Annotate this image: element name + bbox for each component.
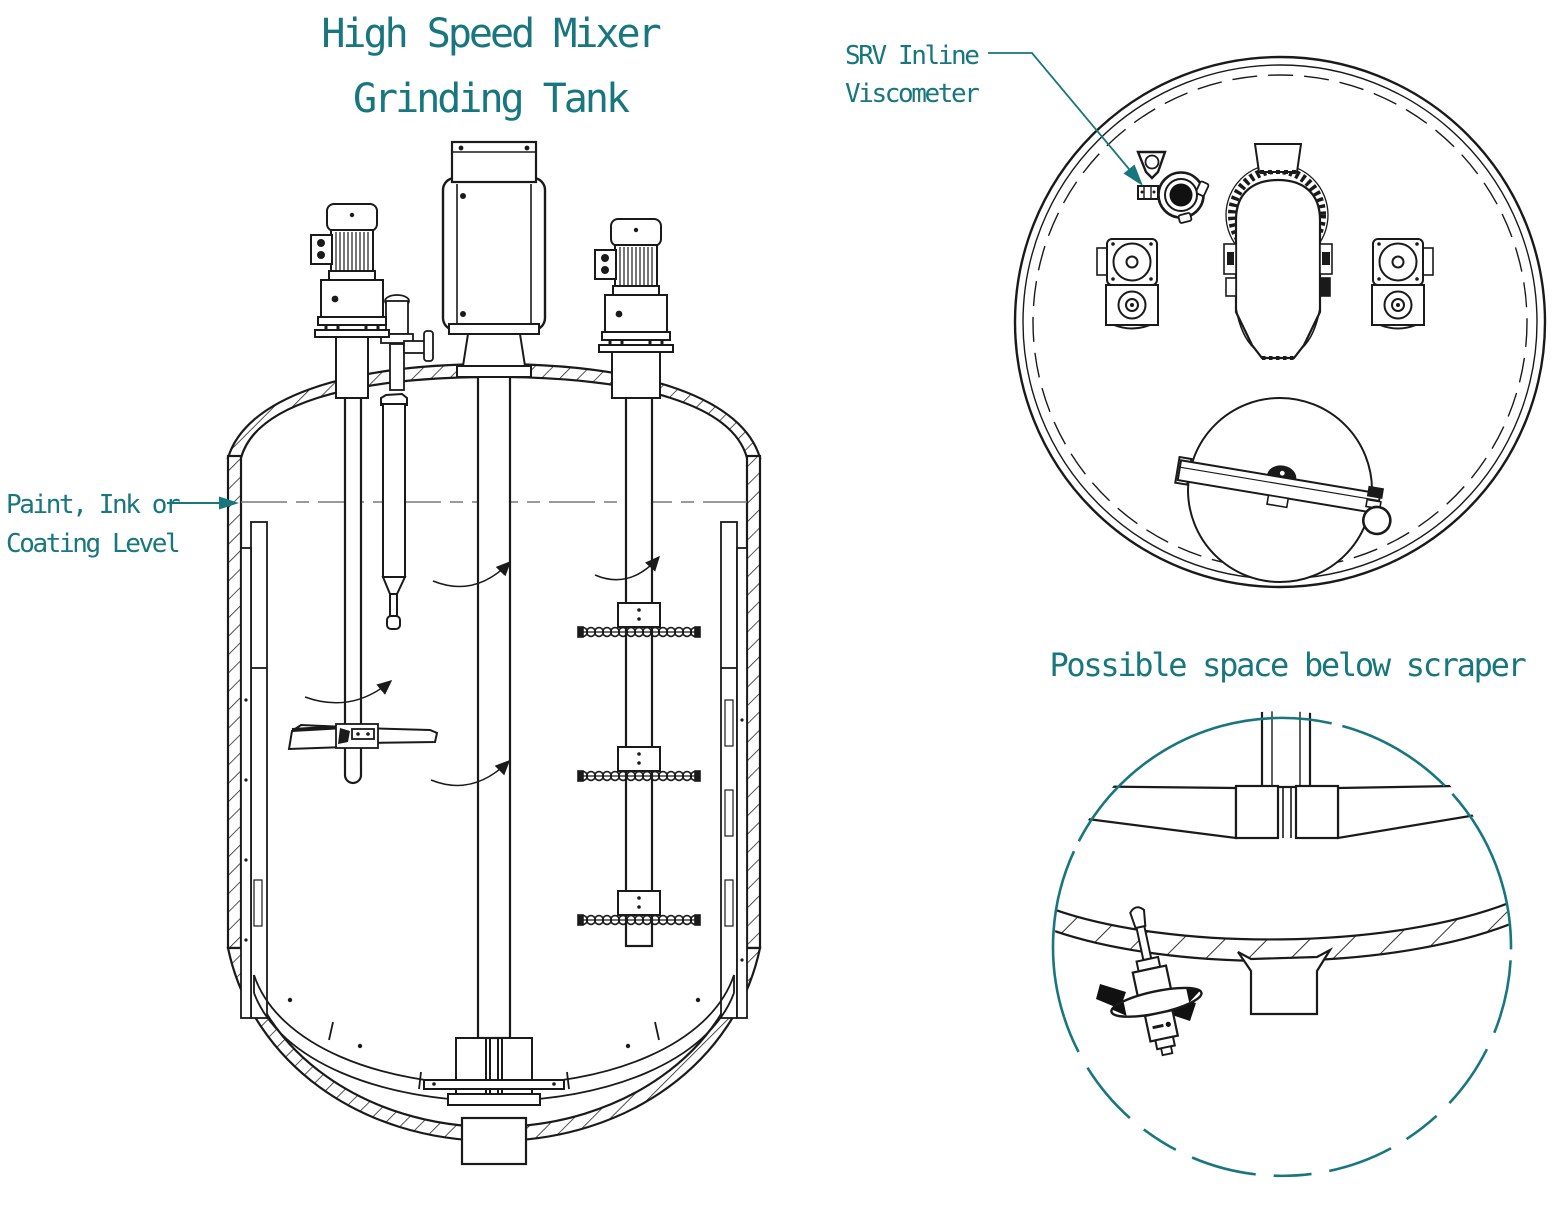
chain-disc-1 <box>577 602 701 638</box>
detail-circle-bottom <box>1062 1016 1502 1178</box>
bottom-drain-nozzle <box>460 1116 528 1166</box>
rotation-arrow-icon <box>432 560 512 588</box>
scraper-arm-right <box>1336 783 1509 840</box>
right-agitator <box>577 372 701 948</box>
rotation-arrow-icon <box>594 555 660 581</box>
center-disperser-shaft <box>476 372 512 1040</box>
srv-viscometer-detail <box>1110 906 1203 1057</box>
viscometer-callout-line-1: SRV Inline <box>845 41 980 71</box>
tank-right-wall <box>745 454 762 950</box>
drawing-title: High Speed Mixer Grinding Tank <box>250 2 730 132</box>
thermowell-probe <box>380 392 408 630</box>
detail-tank-bottom-wall <box>1055 899 1509 963</box>
drive-top-cap <box>450 140 538 184</box>
drive-capsule-body <box>1234 178 1322 360</box>
left-agitator-motor <box>309 202 391 339</box>
detail-view-title: Possible space below scraper <box>1049 646 1526 684</box>
lid-bolt-circle-dashed <box>1032 74 1528 570</box>
top-view-tank-lid <box>988 52 1547 589</box>
chain-disc-2 <box>577 746 701 782</box>
manway <box>1174 397 1392 583</box>
detail-view-space-below-scraper <box>1051 711 1513 1178</box>
dome-valve-fitting <box>380 294 434 391</box>
left-nozzle-standpipe <box>335 335 369 399</box>
level-callout-line-1: Paint, Ink or <box>6 490 181 520</box>
impeller-hub <box>335 723 379 749</box>
triclamp-lug <box>1195 180 1210 197</box>
viscometer-handle-knob <box>1129 906 1147 930</box>
right-nozzle-standpipe <box>611 350 661 399</box>
drive-neck <box>461 333 527 367</box>
right-wall-baffles <box>720 521 748 1019</box>
rotation-arrow-icon <box>430 759 511 787</box>
drive-flange <box>448 323 540 335</box>
drive-base-plate <box>456 365 532 378</box>
detail-circle-top <box>1051 716 1513 1018</box>
left-agitator-shaft <box>343 338 363 785</box>
title-line-2: Grinding Tank <box>352 75 630 122</box>
detail-shaft <box>1260 711 1312 789</box>
viscometer-bore <box>1169 183 1193 207</box>
rotation-arrows <box>304 555 660 787</box>
viscometer-yoke-circle <box>1144 154 1160 170</box>
scraper-arm-left <box>1055 784 1238 840</box>
left-agitator <box>287 338 439 785</box>
bottom-shaft-hub <box>423 1037 565 1106</box>
scraper-hub-left-block <box>1234 784 1280 840</box>
srv-leader-arrow-icon <box>988 52 1143 186</box>
level-leader-arrow-icon <box>167 496 239 510</box>
level-callout: Paint, Ink or Coating Level <box>6 486 181 564</box>
viscometer-callout: SRV Inline Viscometer <box>845 38 980 114</box>
rotation-arrow-icon <box>304 680 393 704</box>
center-disperser-drive <box>441 140 547 378</box>
drive-top-nozzle-plan <box>1253 143 1303 173</box>
triclamp-lug <box>1177 212 1193 224</box>
detail-drain-nozzle <box>1237 947 1334 1016</box>
chain-disc-3 <box>577 890 701 926</box>
right-agitator-motor <box>593 217 675 354</box>
tank-left-wall <box>226 454 243 950</box>
manway-hinge-cylinder <box>1362 505 1392 536</box>
right-agitator-shaft <box>624 372 654 948</box>
viscometer-callout-line-2: Viscometer <box>845 78 980 109</box>
level-callout-line-2: Coating Level <box>6 529 181 559</box>
detail-content <box>1055 711 1509 1057</box>
drive-housing <box>441 176 547 332</box>
scraper-hub-right-block <box>1294 784 1340 840</box>
left-wall-baffles <box>240 521 268 1019</box>
title-line-1: High Speed Mixer <box>321 11 661 57</box>
srv-viscometer-plan <box>1136 150 1210 224</box>
side-view-grinding-tank <box>167 140 762 1166</box>
center-drive-plan <box>1223 143 1333 360</box>
